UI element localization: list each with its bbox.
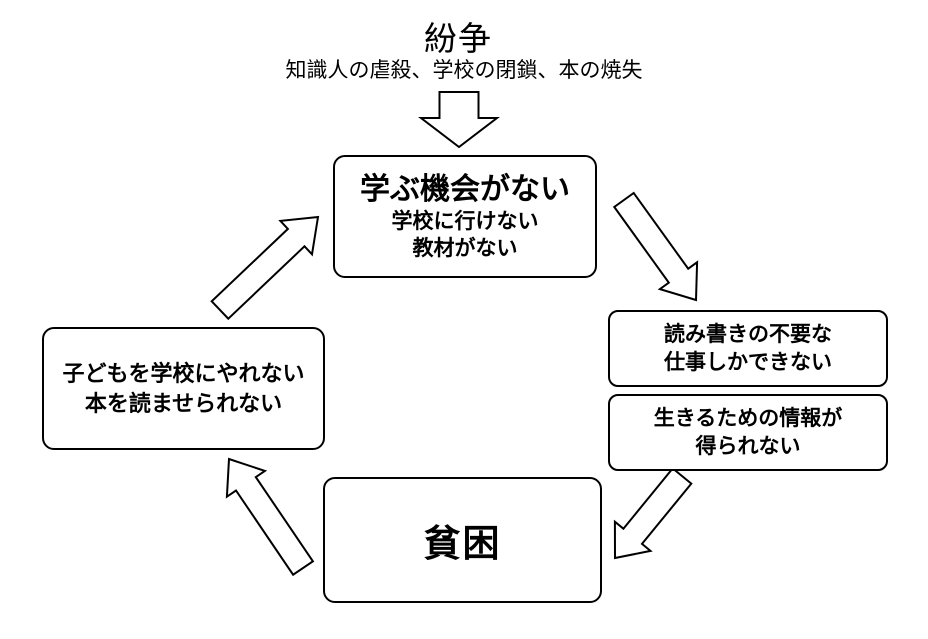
box-no-learning-opportunity: 学ぶ機会がない 学校に行けない 教材がない — [333, 155, 597, 278]
box-no-learning-heading: 学ぶ機会がない — [360, 172, 570, 206]
box-no-vital-information-line-2: 得られない — [695, 434, 801, 458]
box-no-learning-line-1: 学校に行けない — [391, 209, 539, 233]
box-children-no-school-line-1: 子どもを学校にやれない — [62, 360, 305, 386]
diagram-subtitle: 知識人の虐殺、学校の閉鎖、本の焼失 — [285, 59, 643, 82]
box-children-no-school-line-2: 本を読ませられない — [84, 390, 283, 416]
box-no-learning-line-2: 教材がない — [412, 236, 518, 260]
box-children-no-school: 子どもを学校にやれない 本を読ませられない — [42, 327, 325, 450]
arrow-up-left-icon — [225, 457, 315, 577]
arrow-down-icon — [418, 91, 500, 149]
arrow-down-left-icon — [613, 466, 693, 560]
arrow-up-right-icon — [210, 215, 320, 321]
diagram-title: 紛争 — [424, 20, 492, 57]
arrow-down-right-icon — [612, 191, 699, 302]
box-poverty: 貧困 — [323, 477, 602, 603]
box-limited-jobs-line-2: 仕事しかできない — [664, 350, 832, 374]
box-limited-jobs: 読み書きの不要な 仕事しかできない — [608, 310, 888, 387]
box-no-vital-information: 生きるための情報が 得られない — [608, 394, 888, 471]
box-no-vital-information-line-1: 生きるための情報が — [653, 406, 843, 430]
box-poverty-label: 貧困 — [423, 523, 502, 564]
box-limited-jobs-line-1: 読み書きの不要な — [664, 322, 832, 346]
